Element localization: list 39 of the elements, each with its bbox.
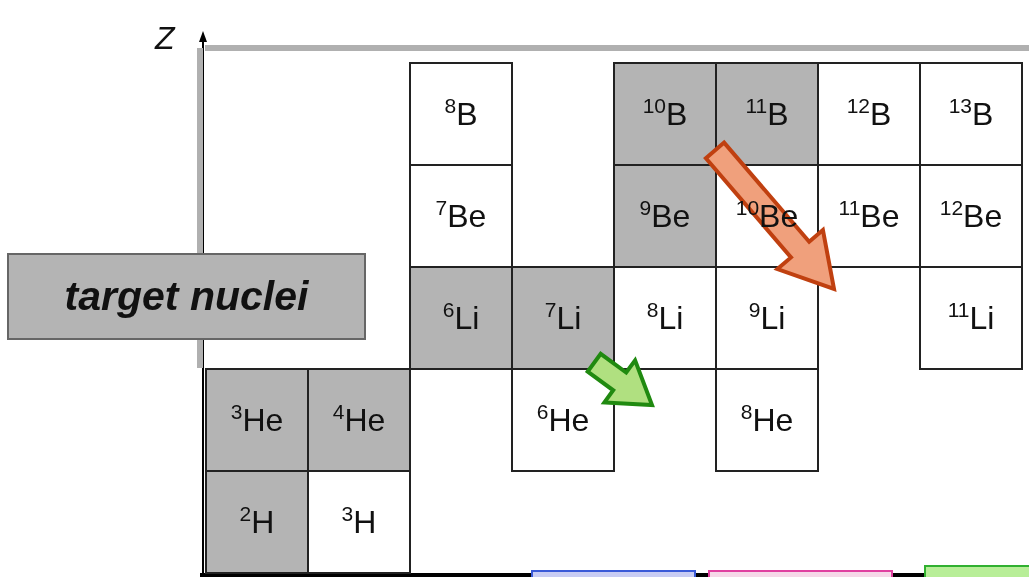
nuclide-cell (715, 368, 819, 472)
nuclide-cell (307, 368, 411, 472)
nuclide-cell (613, 62, 717, 166)
nuclide-symbol: $^{9}$Be (639, 197, 691, 235)
nuclide-cell (409, 62, 513, 166)
nuclide-symbol: $^{3}$H (341, 503, 377, 541)
nuclide-cell (409, 164, 513, 268)
nuclide-cell (409, 266, 513, 370)
block-arrow (584, 351, 655, 408)
nuclide-cell (205, 368, 309, 472)
nuclide-cell (919, 62, 1023, 166)
axis-label: Z (155, 20, 175, 57)
nuclide-cell (613, 164, 717, 268)
nuclide-symbol: $^{10}$B (642, 95, 688, 133)
nuclide-cell (715, 62, 819, 166)
nuclide-symbol: $^{2}$H (239, 503, 275, 541)
nuclide-symbol: $^{12}$B (846, 95, 892, 133)
nuclide-cell (511, 368, 615, 472)
nuclide-symbol: $^{8}$Li (646, 299, 684, 337)
nuclide-symbol: $^{8}$He (740, 401, 794, 439)
nuclide-symbol: $^{7}$Be (435, 197, 487, 235)
nuclide-cell (307, 470, 411, 574)
nuclide-cell (205, 470, 309, 574)
nuclide-symbol: $^{9}$Li (748, 299, 786, 337)
nuclide-cell (511, 266, 615, 370)
nuclide-symbol: $^{3}$He (230, 401, 284, 439)
nuclide-symbol: $^{8}$B (444, 95, 478, 133)
legend-label: target nuclei (64, 273, 309, 320)
nuclide-symbol: $^{6}$Li (442, 299, 480, 337)
nuclide-symbol: $^{13}$B (948, 95, 994, 133)
block-arrow (703, 139, 837, 293)
nuclide-symbol: $^{11}$B (745, 95, 789, 133)
nuclide-symbol: $^{6}$He (536, 401, 590, 439)
nuclide-symbol: $^{4}$He (332, 401, 386, 439)
nuclide-symbol: $^{11}$Be (838, 197, 900, 235)
nuclide-symbol: $^{12}$Be (939, 197, 1003, 235)
nuclide-symbol: $^{11}$Li (947, 299, 995, 337)
nuclide-cell (919, 266, 1023, 370)
nuclide-symbol: $^{7}$Li (544, 299, 582, 337)
